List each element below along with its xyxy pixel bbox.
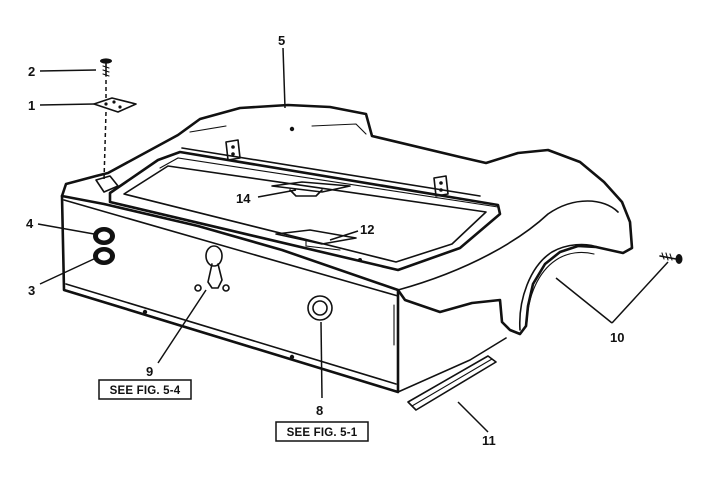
key-switch-9: [194, 245, 230, 292]
bottom-skirt: [65, 283, 397, 385]
leader-9: [157, 289, 207, 364]
leader-1: [39, 103, 95, 106]
leader-10b: [611, 261, 669, 324]
leader-10a: [555, 277, 613, 324]
callout-14: 14: [236, 191, 251, 206]
rivet-front-right: [289, 354, 295, 360]
latch-plate-14: [271, 181, 351, 197]
plate-1-body: [93, 97, 137, 113]
bracket-left-hole-2: [231, 152, 235, 156]
leader-4: [37, 223, 95, 235]
back-hump-details: [189, 123, 367, 135]
callout-1: 1: [28, 98, 35, 113]
bracket-right-hole-2: [439, 188, 443, 192]
callout-11: 11: [482, 433, 496, 448]
screw-2-thread: [102, 65, 110, 77]
bracket-right-plate: [433, 175, 449, 197]
deck-opening: [95, 147, 502, 272]
body-top-outline: [60, 103, 634, 336]
hump-left-line: [189, 125, 227, 133]
callout-labels: 2 1 4 3 5 14 12 9 8 10 11: [26, 33, 624, 448]
reference-fig-5-1: SEE FIG. 5-1: [275, 421, 369, 442]
latch-14-top: [271, 181, 351, 193]
receptacle-8: [307, 295, 333, 321]
latch-plate-12: [275, 229, 357, 251]
receptacle-inner: [312, 300, 328, 316]
reference-fig-5-4: SEE FIG. 5-4: [98, 379, 192, 400]
trim-strip-11: [407, 355, 497, 411]
body-front-face: [60, 194, 400, 394]
rivet-deck-right: [358, 258, 362, 262]
leader-12: [329, 230, 359, 241]
rivet-front-left: [142, 309, 148, 315]
grommet-3: [93, 247, 115, 265]
key-switch-head: [205, 245, 223, 267]
callout-2: 2: [28, 64, 35, 79]
front-top-edge: [63, 199, 399, 297]
screw-10-thread: [661, 252, 673, 261]
fender-arch-inner: [519, 243, 601, 331]
plate-1: [93, 97, 137, 113]
screw-10-head: [675, 254, 683, 264]
latch-12-top: [275, 229, 357, 245]
reference-box-5-4: [98, 379, 192, 400]
opening-outer: [108, 150, 502, 272]
fender-edge: [397, 200, 619, 291]
screw-2: [100, 58, 112, 77]
fender-arch-inner-2: [526, 251, 595, 323]
screw-2-head: [100, 58, 112, 64]
plate-deck-centerline: [103, 111, 107, 181]
leader-lines: [37, 47, 669, 433]
hinge-bracket-right: [433, 175, 449, 197]
callout-8: 8: [316, 403, 323, 418]
left-corner-plate: [95, 175, 119, 193]
callout-12: 12: [360, 222, 374, 237]
body-shell: [60, 103, 634, 394]
bracket-left-hole-1: [231, 145, 235, 149]
hump-hole: [289, 126, 295, 132]
reference-text-5-4: SEE FIG. 5-4: [110, 385, 181, 397]
leader-11: [457, 401, 489, 433]
hump-panel-line: [311, 123, 367, 135]
bracket-left-plate: [225, 139, 241, 161]
opening-inner: [123, 165, 487, 263]
callout-10: 10: [610, 330, 624, 345]
leader-2: [39, 69, 97, 72]
trim-strip-body: [407, 355, 497, 411]
callout-3: 3: [28, 283, 35, 298]
screw-10: [659, 252, 683, 264]
opening-floor-line: [159, 157, 499, 208]
plate-1-hole-2: [112, 100, 116, 104]
leader-14: [257, 189, 297, 198]
grommet-3-hole: [98, 251, 110, 261]
leader-8: [320, 321, 323, 399]
callout-4: 4: [26, 216, 34, 231]
key-switch-body: [207, 263, 223, 289]
callout-9: 9: [146, 364, 153, 379]
bottom-skirt-2: [65, 289, 397, 392]
trim-strip-groove: [411, 358, 493, 407]
leader-3: [39, 257, 97, 285]
latch-14-hook: [289, 189, 323, 197]
plate-1-hole-3: [118, 105, 122, 109]
receptacle-outer: [307, 295, 333, 321]
reference-box-5-1: [275, 421, 369, 442]
callout-5: 5: [278, 33, 285, 48]
bracket-right-hole-1: [439, 181, 443, 185]
key-switch-ear-left: [194, 284, 202, 292]
key-switch-ear-right: [222, 284, 230, 292]
back-rim: [181, 147, 481, 197]
hinge-bracket-left: [225, 139, 241, 161]
grommet-4: [93, 227, 115, 245]
grommet-4-hole: [98, 231, 110, 241]
latch-12-edge: [305, 239, 341, 251]
plate-1-hole-1: [104, 102, 108, 106]
reference-text-5-1: SEE FIG. 5-1: [287, 427, 358, 439]
leader-5: [282, 47, 286, 109]
side-lower-edge: [397, 337, 507, 393]
